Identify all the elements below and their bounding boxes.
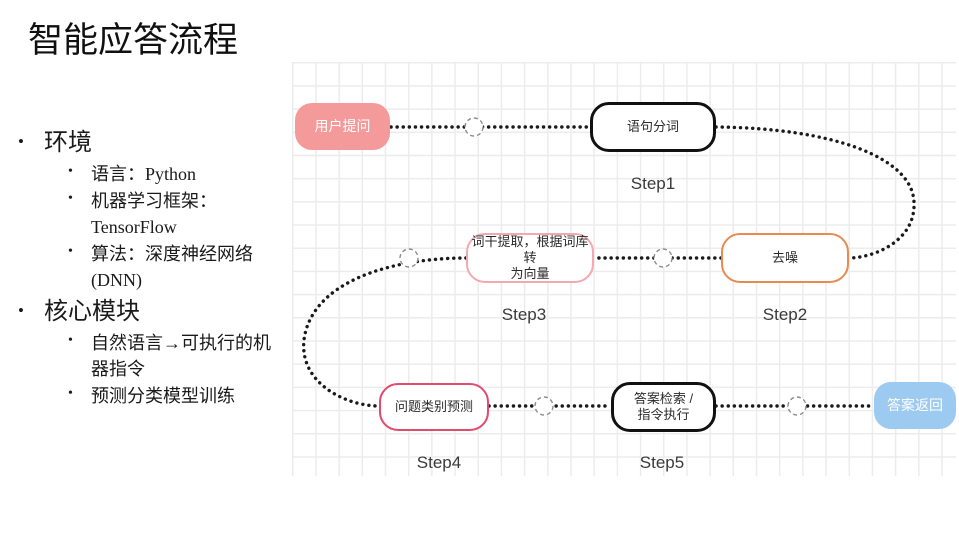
edge-step1-to-step2 (714, 125, 916, 260)
node-answer-return[interactable]: 答案返回 (874, 382, 956, 429)
outline-item-label: 核心模块 (44, 298, 140, 325)
node-stem-extraction-vectorize[interactable]: 词干提取，根据词库转 为向量 (466, 233, 594, 283)
bullet-marker: • (18, 132, 24, 151)
node-sentence-segmentation[interactable]: 语句分词 (590, 102, 716, 152)
outline-item-level2: • 语言：Python (68, 161, 286, 187)
node-question-category-prediction[interactable]: 问题类别预测 (379, 383, 489, 431)
outline-item-level1: • 核心模块 (18, 296, 286, 329)
node-label: 用户提问 (314, 117, 371, 134)
node-denoise[interactable]: 去噪 (721, 233, 849, 283)
page-title: 智能应答流程 (28, 21, 239, 60)
step-label-step2: Step2 (762, 305, 808, 324)
node-label: 答案检索 / 指令执行 (633, 390, 694, 422)
flowchart-connectors (302, 117, 916, 416)
bullet-marker: • (68, 191, 73, 207)
node-answer-retrieval-command-exec[interactable]: 答案检索 / 指令执行 (611, 382, 716, 432)
step-label-step1: Step1 (630, 174, 676, 193)
outline-item-level1: • 环境 (18, 127, 286, 160)
outline-item-level2: • 机器学习框架：TensorFlow (68, 188, 286, 240)
waypoint-3[interactable] (399, 248, 419, 268)
waypoint-2[interactable] (653, 248, 673, 268)
node-label: 语句分词 (626, 118, 679, 134)
node-label: 词干提取，根据词库转 为向量 (471, 233, 589, 282)
outline-item-label: 机器学习框架：TensorFlow (91, 191, 217, 238)
outline-item-label: 预测分类模型训练 (91, 385, 235, 406)
bullet-marker: • (68, 385, 73, 401)
waypoint-5[interactable] (787, 396, 807, 416)
step-label-step4: Step4 (416, 453, 462, 472)
outline-item-label: 环境 (44, 130, 92, 156)
outline-item-level2: • 预测分类模型训练 (68, 383, 286, 409)
outline-item-level2: • 自然语言→可执行的机器指令 (68, 330, 286, 382)
step-label-step5: Step5 (639, 453, 685, 472)
waypoint-1[interactable] (464, 117, 484, 137)
outline-list: • 环境 • 语言：Python • 机器学习框架：TensorFlow • 算… (18, 125, 286, 409)
bullet-marker: • (68, 244, 73, 260)
outline-item-level2: • 算法：深度神经网络(DNN) (68, 241, 286, 293)
node-user-question[interactable]: 用户提问 (295, 103, 390, 150)
outline-item-label: 算法：深度神经网络(DNN) (91, 244, 253, 291)
outline-item-label: 语言：Python (91, 164, 197, 185)
outline-item-label: 自然语言→可执行的机器指令 (91, 332, 271, 379)
bullet-marker: • (68, 332, 73, 348)
waypoint-4[interactable] (534, 396, 554, 416)
edge-step3-to-step4 (302, 256, 468, 408)
node-label: 去噪 (771, 249, 798, 265)
flowchart-canvas: 用户提问 语句分词 Step1 去噪 Step2 词干提取，根据词库转 为向量 Step3 问… (292, 62, 956, 476)
node-label: 问题类别预测 (394, 398, 473, 414)
bullet-marker: • (68, 164, 73, 180)
bullet-marker: • (18, 300, 24, 320)
step-label-step3: Step3 (501, 305, 547, 324)
node-label: 答案返回 (887, 396, 943, 413)
